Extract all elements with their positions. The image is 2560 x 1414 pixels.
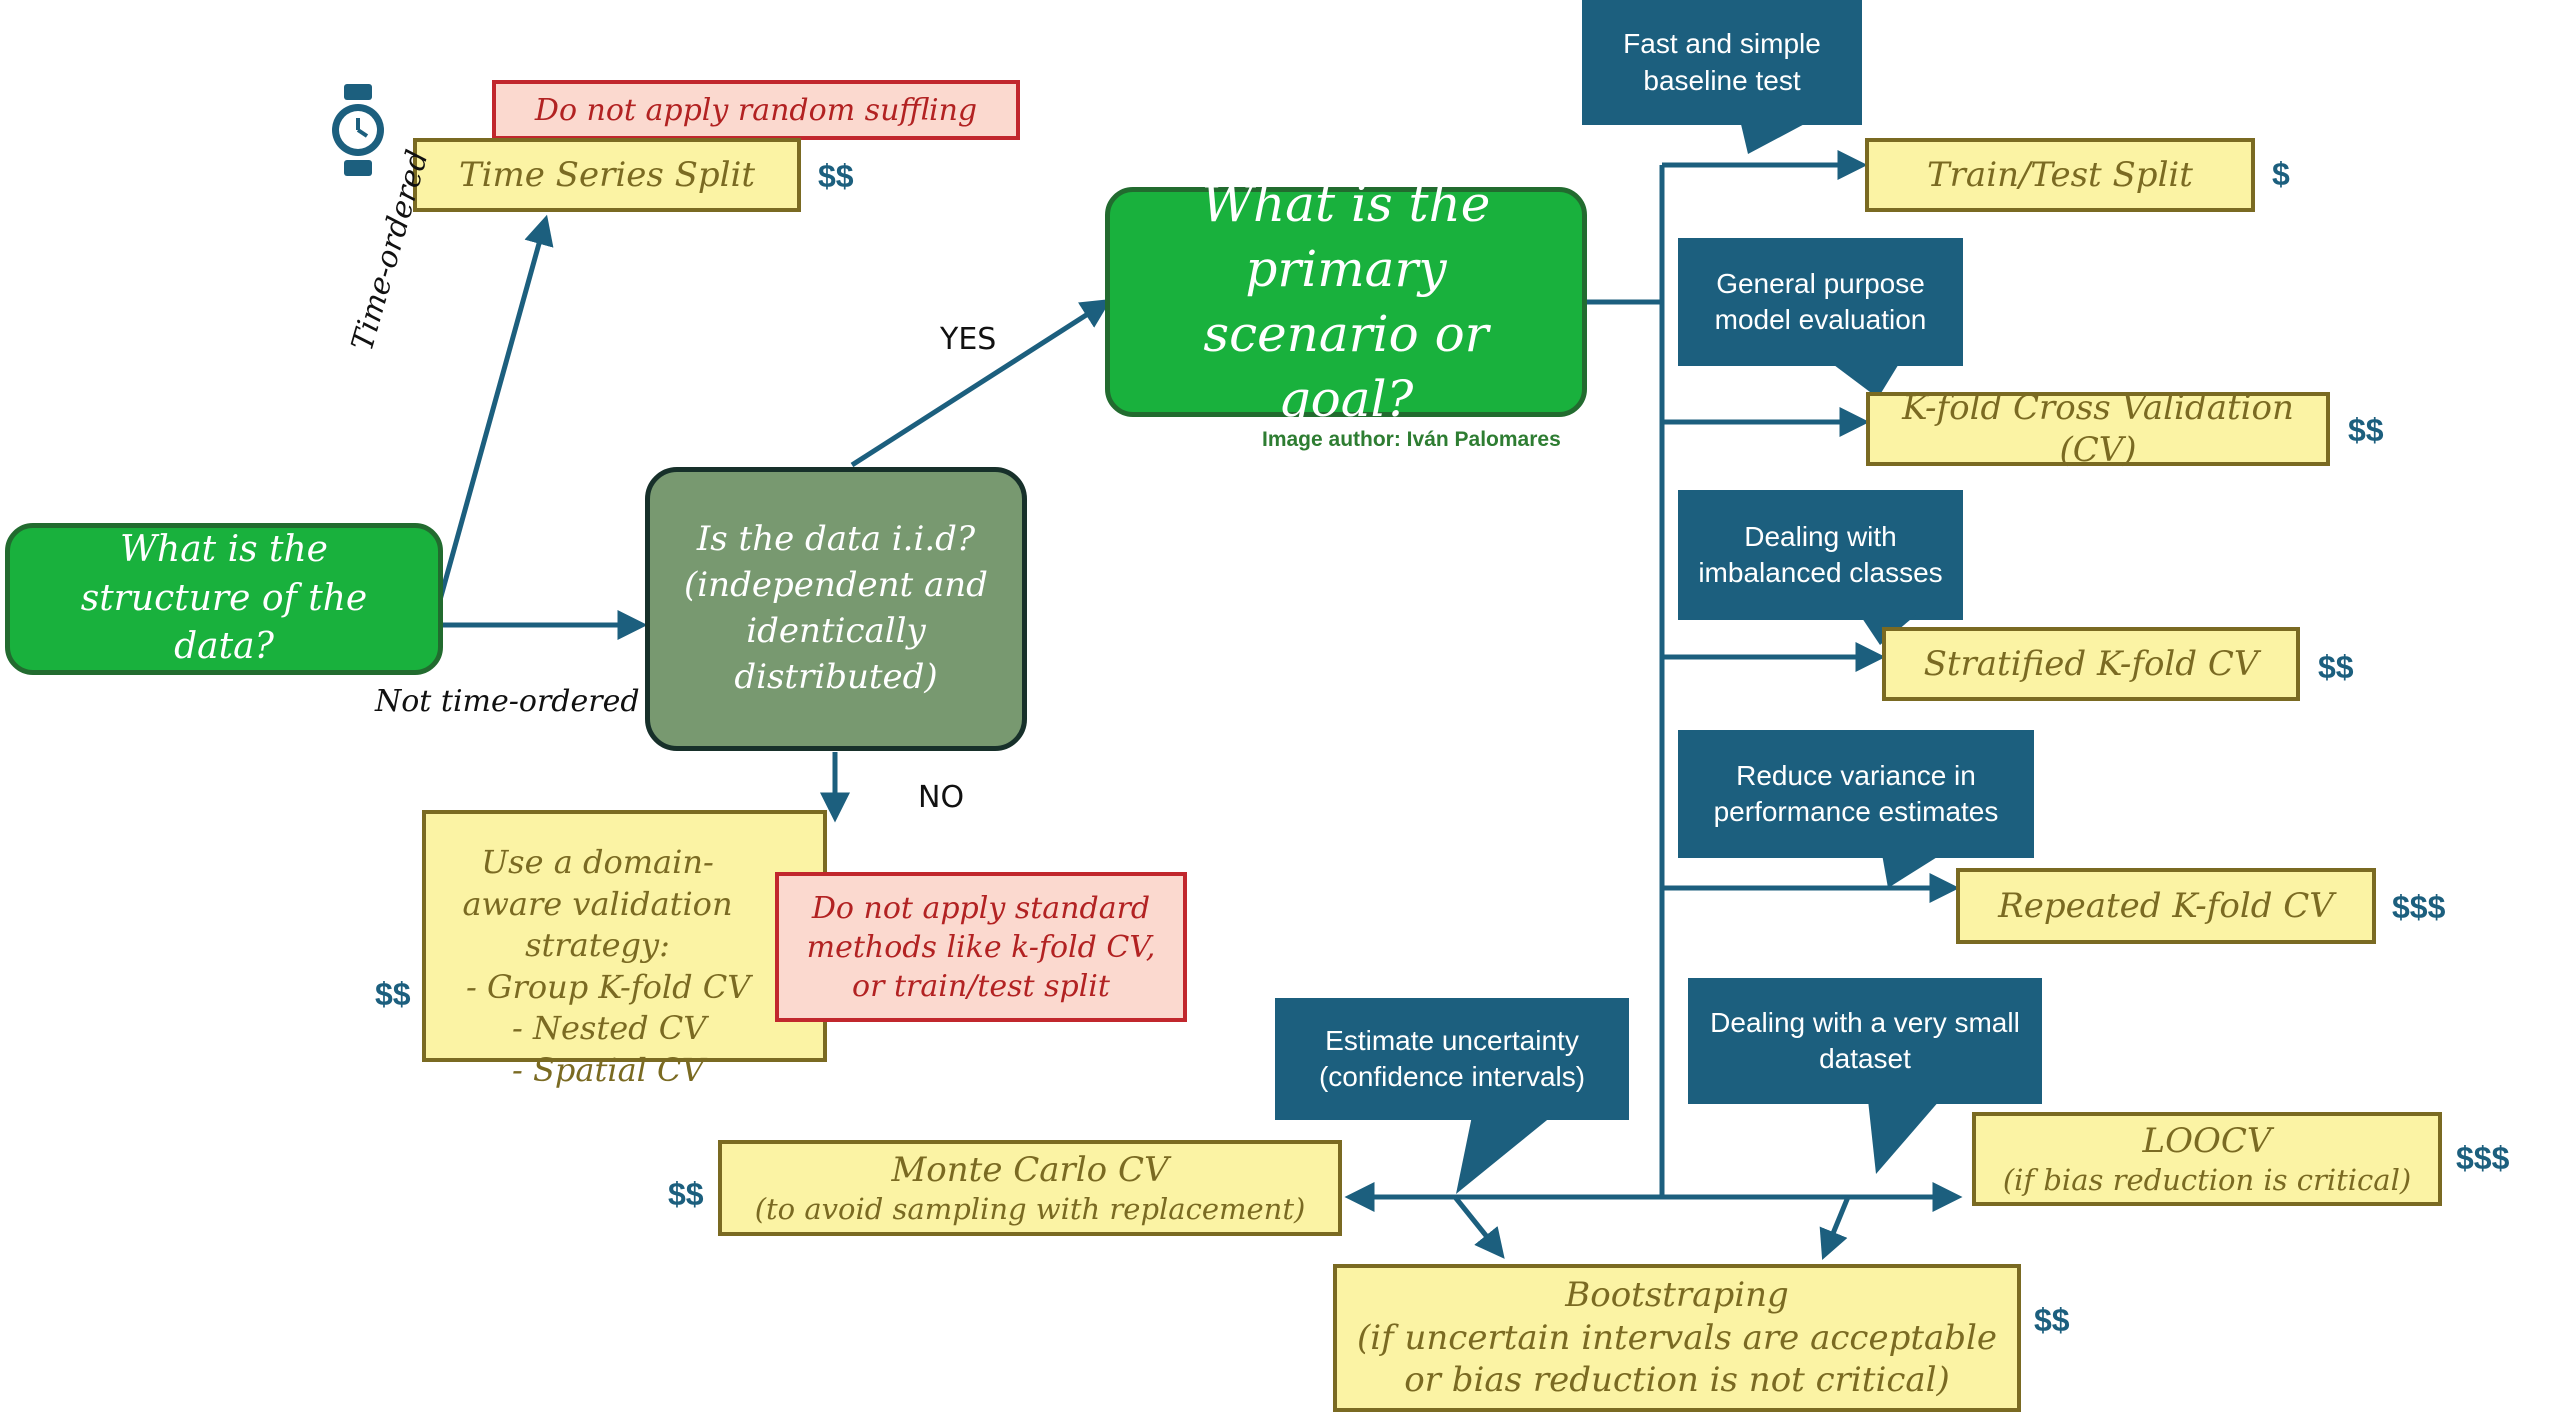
warning-text: Do not apply standard methods like k-fol… (806, 890, 1156, 1004)
callout-pointer (1868, 1100, 1940, 1174)
reduce-variance-callout: Reduce variance in performance estimates (1678, 730, 2034, 858)
loocv-label: LOOCV (2142, 1120, 2272, 1161)
structure-question-text: What is the structure of the data? (80, 529, 368, 668)
primary-question-node: What is the primary scenario or goal? (1105, 175, 1587, 428)
stratified-kfold-box: Stratified K-fold CV (1882, 627, 2300, 701)
no-label: NO (918, 780, 965, 815)
repeated-kfold-box: Repeated K-fold CV (1956, 868, 2376, 944)
callout-text: Dealing with imbalanced classes (1698, 520, 1943, 588)
repeated-cost: $$$ (2392, 889, 2446, 925)
callout-pointer (1882, 854, 1942, 888)
monte-carlo-cost: $$ (668, 1176, 704, 1212)
fast-simple-callout: Fast and simple baseline test (1582, 0, 1862, 125)
callout-text: Fast and simple baseline test (1623, 28, 1821, 96)
time-series-split-label: Time Series Split (458, 154, 756, 195)
kfold-cost: $$ (2348, 412, 2384, 448)
domain-aware-item: - Spatial CV (512, 1050, 705, 1089)
domain-aware-title: Use a domain-aware validation strategy: (462, 843, 733, 965)
iid-question-text: Is the data i.i.d? (independent and iden… (684, 519, 988, 697)
callout-pointer (1456, 1116, 1552, 1194)
domain-aware-cost: $$ (375, 976, 411, 1012)
kfold-cv-box: K-fold Cross Validation (CV) (1866, 388, 2330, 470)
domain-aware-item: - Nested CV (512, 1009, 707, 1048)
callout-text: Estimate uncertainty (confidence interva… (1318, 1024, 1586, 1092)
loocv-cost: $$$ (2456, 1140, 2510, 1176)
arrow-time-ordered (437, 214, 554, 601)
bootstrap-box: Bootstraping (if uncertain intervals are… (1333, 1264, 2021, 1412)
time-series-split-box: Time Series Split (413, 138, 801, 212)
stratified-cost: $$ (2318, 649, 2354, 685)
no-random-shuffle-warning: Do not apply random suffling (492, 80, 1020, 140)
bootstrap-line2: (if uncertain intervals are acceptable (1356, 1317, 1998, 1358)
no-standard-methods-warning: Do not apply standard methods like k-fol… (775, 872, 1187, 1022)
bootstrap-cost: $$ (2034, 1302, 2070, 1338)
loocv-box: LOOCV (if bias reduction is critical) (1972, 1112, 2442, 1206)
yes-label: YES (940, 322, 997, 357)
not-time-ordered-label: Not time-ordered (375, 684, 640, 719)
callout-text: General purpose model evaluation (1714, 267, 1927, 335)
arrow-bootstrap-left (1453, 1195, 1505, 1259)
train-test-split-box: Train/Test Split (1865, 138, 2255, 212)
primary-question-text: What is the primary scenario or goal? (1201, 175, 1491, 428)
monte-carlo-label: Monte Carlo CV (891, 1149, 1169, 1190)
author-credit: Image author: Iván Palomares (1262, 428, 1561, 451)
domain-aware-box: Use a domain-aware validation strategy: … (422, 810, 827, 1089)
time-series-cost: $$ (818, 158, 854, 194)
general-purpose-callout: General purpose model evaluation (1678, 238, 1963, 366)
domain-aware-item: - Group K-fold CV (466, 967, 751, 1006)
bootstrap-label: Bootstraping (1565, 1275, 1789, 1316)
warning-text: Do not apply random suffling (534, 92, 978, 128)
structure-question-node: What is the structure of the data? (5, 523, 443, 675)
watch-icon (330, 82, 386, 178)
monte-carlo-cv-box: Monte Carlo CV (to avoid sampling with r… (718, 1140, 1342, 1236)
iid-question-node: Is the data i.i.d? (independent and iden… (645, 467, 1027, 751)
bootstrap-line3: or bias reduction is not critical) (1404, 1360, 1950, 1401)
arrow-yes (850, 298, 1112, 468)
callout-pointer (1830, 362, 1900, 398)
small-dataset-callout: Dealing with a very small dataset (1688, 978, 2042, 1104)
arrow-bootstrap-right (1819, 1196, 1851, 1260)
repeated-kfold-label: Repeated K-fold CV (1998, 885, 2334, 926)
callout-text: Dealing with a very small dataset (1710, 1006, 2020, 1074)
train-test-split-label: Train/Test Split (1927, 154, 2193, 195)
loocv-sub: (if bias reduction is critical) (2002, 1163, 2412, 1198)
callout-text: Reduce variance in performance estimates (1713, 759, 1999, 827)
kfold-cv-label: K-fold Cross Validation (CV) (1902, 387, 2294, 471)
callout-pointer (1740, 120, 1812, 154)
stratified-kfold-label: Stratified K-fold CV (1923, 643, 2259, 684)
train-test-cost: $ (2272, 156, 2290, 192)
estimate-uncertainty-callout: Estimate uncertainty (confidence interva… (1275, 998, 1629, 1120)
imbalanced-classes-callout: Dealing with imbalanced classes (1678, 490, 1963, 620)
monte-carlo-sub: (to avoid sampling with replacement) (754, 1192, 1306, 1227)
